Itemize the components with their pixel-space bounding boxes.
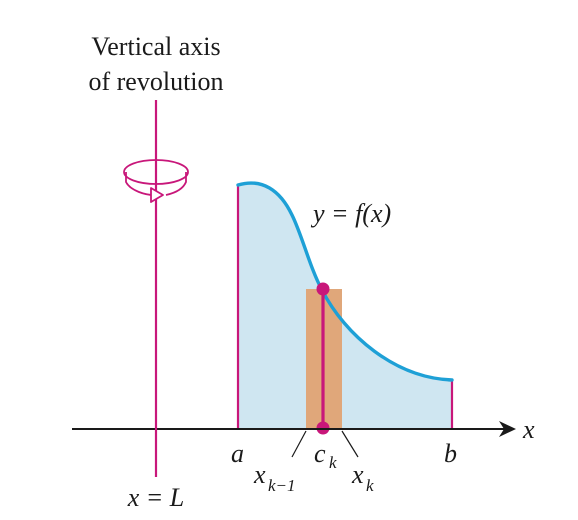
axis-title-line-1: Vertical axis [91, 32, 220, 61]
leader-line-xk [341, 430, 359, 458]
label-x-right-subscript: k [366, 476, 374, 495]
rotation-arrow-icon [123, 159, 189, 203]
x-axis-label: x [522, 415, 535, 444]
leader-line-xk-1 [291, 430, 307, 458]
label-x-left-subscript: k−1 [268, 476, 296, 495]
label-c: c [314, 439, 326, 468]
label-x-right: x [351, 460, 364, 489]
label-x-left: x [253, 460, 266, 489]
curve-label: y = f(x) [310, 199, 391, 228]
label-a: a [231, 439, 244, 468]
curve-f [236, 181, 454, 382]
ck-top-point [316, 282, 330, 296]
label-b: b [444, 439, 457, 468]
axis-title-line-2: of revolution [88, 67, 223, 96]
label-c-subscript: k [329, 453, 337, 472]
axis-line-label: x = L [127, 483, 185, 512]
x-axis-arrowhead [499, 421, 516, 437]
